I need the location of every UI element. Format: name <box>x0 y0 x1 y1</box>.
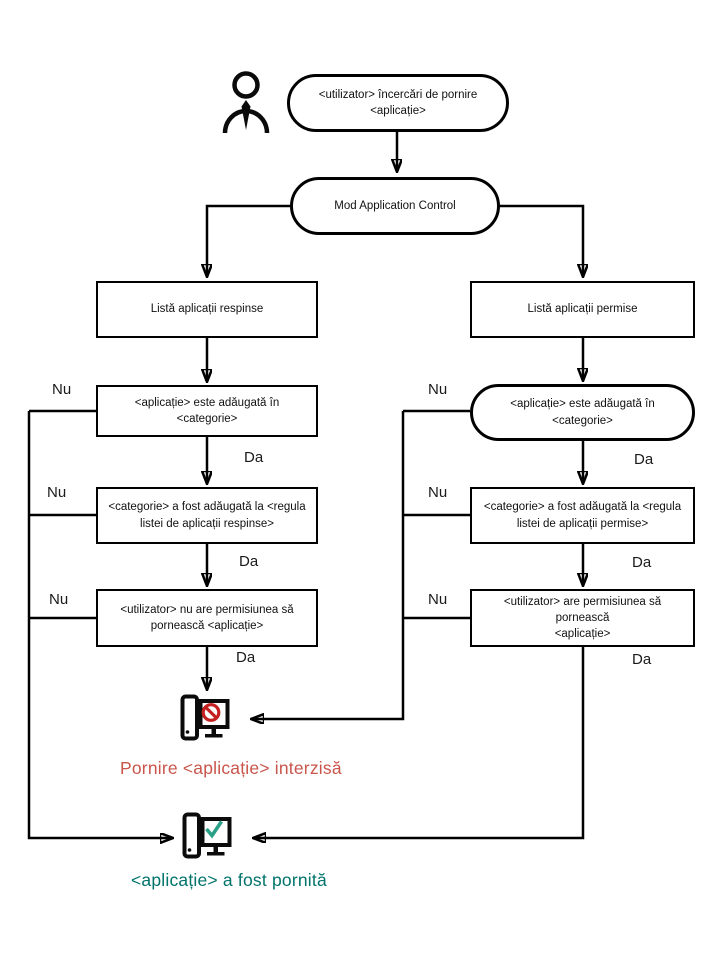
node-start-attempt: <utilizator> încercări de pornire <aplic… <box>287 74 509 132</box>
arrow-allowed-permission-da-to-started <box>254 647 585 838</box>
label-no: Nu <box>428 484 448 501</box>
node-denied-rule: <categorie> a fost adăugată la <regula l… <box>96 487 318 544</box>
node-allowed-permission: <utilizator> are permisiunea să porneasc… <box>470 589 695 647</box>
prohibition-icon <box>201 703 221 722</box>
node-allowed-category: <aplicație> este adăugată în <categorie> <box>470 384 695 441</box>
label-yes: Da <box>632 651 652 668</box>
user-icon <box>222 71 270 134</box>
label-yes: Da <box>632 554 652 571</box>
node-allowed-rule: <categorie> a fost adăugată la <regula l… <box>470 487 695 544</box>
computer-started-icon <box>182 812 232 859</box>
right-nu-collector-to-blocked <box>252 409 470 719</box>
left-nu-collector-to-started <box>27 409 172 838</box>
label-no: Nu <box>428 381 448 398</box>
check-icon <box>205 820 223 839</box>
node-denied-category: <aplicație> este adăugată în <categorie> <box>96 385 318 437</box>
result-blocked-text: Pornire <aplicație> interzisă <box>120 758 342 778</box>
result-started-text: <aplicație> a fost pornită <box>131 870 327 890</box>
label-no: Nu <box>47 484 67 501</box>
arrow-mode-to-allowed-list <box>500 204 583 276</box>
label-yes: Da <box>634 451 654 468</box>
arrow-mode-to-denied-list <box>207 204 290 276</box>
node-denied-list: Listă aplicații respinse <box>96 281 318 338</box>
node-allowed-list: Listă aplicații permise <box>470 281 695 338</box>
label-no: Nu <box>49 591 69 608</box>
label-yes: Da <box>236 649 256 666</box>
label-no: Nu <box>52 381 72 398</box>
node-application-control-mode: Mod Application Control <box>290 177 500 235</box>
computer-blocked-icon <box>180 694 230 741</box>
label-yes: Da <box>244 449 264 466</box>
label-no: Nu <box>428 591 448 608</box>
label-yes: Da <box>239 553 259 570</box>
node-denied-permission: <utilizator> nu are permisiunea să porne… <box>96 589 318 647</box>
